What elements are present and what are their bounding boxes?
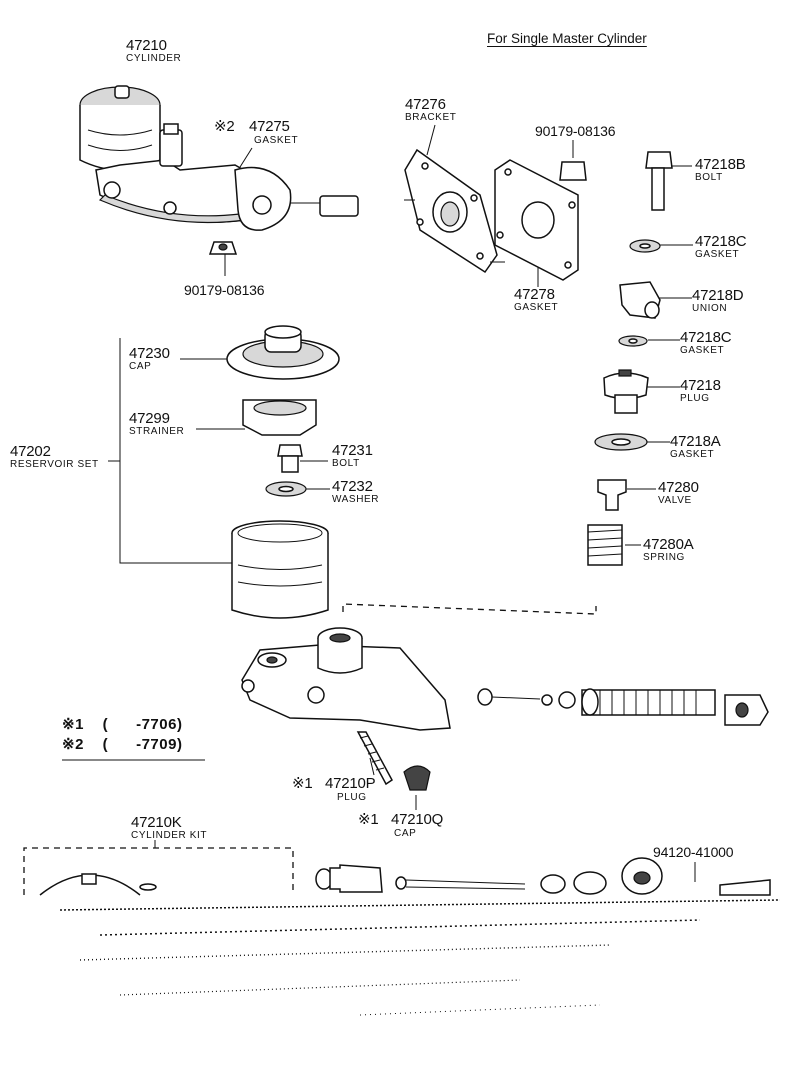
part-label-47218C-lower: 47218C GASKET [680, 329, 732, 356]
part-name: BOLT [332, 458, 360, 469]
part-label-47299: 47299 STRAINER [129, 411, 184, 437]
part-name: WASHER [332, 494, 380, 505]
part-number: 47210 [126, 37, 167, 54]
part-name: PLUG [680, 393, 710, 404]
right-column-parts [587, 151, 673, 566]
part-label-47280: 47280 VALVE [658, 480, 699, 506]
part-number: 47218D [692, 287, 744, 304]
part-name: PLUG [337, 792, 367, 803]
part-label-47202: 47202 RESERVOIR SET [10, 444, 99, 470]
part-name: BOLT [695, 172, 723, 183]
part-label-47210K: 47210K CYLINDER KIT [131, 815, 207, 841]
part-label-90179-left: 90179-08136 [184, 282, 265, 298]
part-number: 47230 [129, 345, 170, 362]
dashed-outlines [23, 603, 597, 895]
part-name: RESERVOIR SET [10, 459, 99, 470]
part-number: 47231 [332, 442, 373, 459]
part-label-47218D: 47218D UNION [692, 287, 744, 314]
part-label-47218B: 47218B BOLT [695, 157, 746, 183]
part-name: CAP [129, 361, 152, 372]
part-prefix: ※1 [358, 811, 379, 828]
part-name: VALVE [658, 495, 692, 506]
note-mark: ※2 [62, 736, 84, 753]
part-name: SPRING [643, 552, 685, 563]
part-name: STRAINER [129, 426, 185, 437]
part-number: 90179-08136 [535, 123, 616, 139]
part-label-47218C-upper: 47218C GASKET [695, 233, 747, 260]
part-number: 47218C [695, 233, 747, 250]
part-label-47218A: 47218A GASKET [670, 434, 721, 460]
cylinder-kit-parts [39, 857, 771, 896]
part-number: 47278 [514, 286, 555, 303]
piston-assembly [477, 688, 769, 726]
part-name: BRACKET [405, 112, 457, 123]
part-name: UNION [692, 303, 728, 314]
part-label-47232: 47232 WASHER [332, 479, 379, 505]
part-name: GASKET [670, 449, 715, 460]
part-prefix: ※1 [292, 775, 313, 792]
part-number: 47280A [643, 536, 694, 553]
part-number: 47276 [405, 96, 446, 113]
part-label-47278: 47278 GASKET [514, 287, 558, 313]
part-number: 47210K [131, 814, 182, 831]
part-label-47280A: 47280A SPRING [643, 537, 694, 563]
part-name: CAP [394, 828, 417, 839]
part-name: GASKET [514, 302, 559, 313]
note-range: ( -7706) [102, 716, 183, 733]
part-label-47231: 47231 BOLT [332, 443, 373, 469]
part-label-47210Q: ※1 47210Q CAP [358, 812, 443, 839]
applicability-note-2: ※2 ( -7709) [62, 737, 182, 752]
reservoir-set [226, 325, 340, 619]
part-number: 47210P [324, 775, 376, 792]
part-number: 94120-41000 [653, 844, 734, 860]
part-number: 90179-08136 [184, 282, 265, 298]
part-name: GASKET [254, 135, 299, 146]
bracket-and-gasket [404, 148, 587, 281]
part-label-47276: 47276 BRACKET [405, 97, 456, 123]
assembled-master-cylinder [79, 85, 359, 255]
part-label-90179-right: 90179-08136 [535, 123, 616, 139]
part-label-47275: ※2 47275 GASKET [214, 119, 298, 146]
part-number: 47202 [10, 443, 51, 460]
part-number: 47275 [248, 118, 290, 135]
part-name: GASKET [680, 345, 725, 356]
part-number: 47232 [332, 478, 373, 495]
part-label-47218: 47218 PLUG [680, 378, 721, 404]
part-name: CYLINDER [126, 53, 182, 64]
main-master-cylinder [241, 627, 451, 791]
diagram-title: For Single Master Cylinder [487, 31, 647, 46]
part-label-47230: 47230 CAP [129, 346, 170, 372]
part-number: 47218A [670, 433, 721, 450]
part-number: 47218B [695, 156, 746, 173]
part-number: 47299 [129, 410, 170, 427]
part-label-94120: 94120-41000 [653, 844, 734, 860]
note-range: ( -7709) [102, 736, 183, 753]
note-mark: ※1 [62, 716, 84, 733]
applicability-note-1: ※1 ( -7706) [62, 717, 182, 732]
part-label-47210P: ※1 47210P PLUG [292, 776, 376, 803]
part-number: 47218 [680, 377, 721, 394]
part-number: 47280 [658, 479, 699, 496]
part-label-47210: 47210 CYLINDER [126, 38, 181, 64]
part-number: 47210Q [390, 811, 444, 828]
part-name: GASKET [695, 249, 740, 260]
part-number: 47218C [680, 329, 732, 346]
scan-artifacts [59, 899, 781, 1016]
part-prefix: ※2 [214, 118, 235, 135]
part-name: CYLINDER KIT [131, 830, 208, 841]
